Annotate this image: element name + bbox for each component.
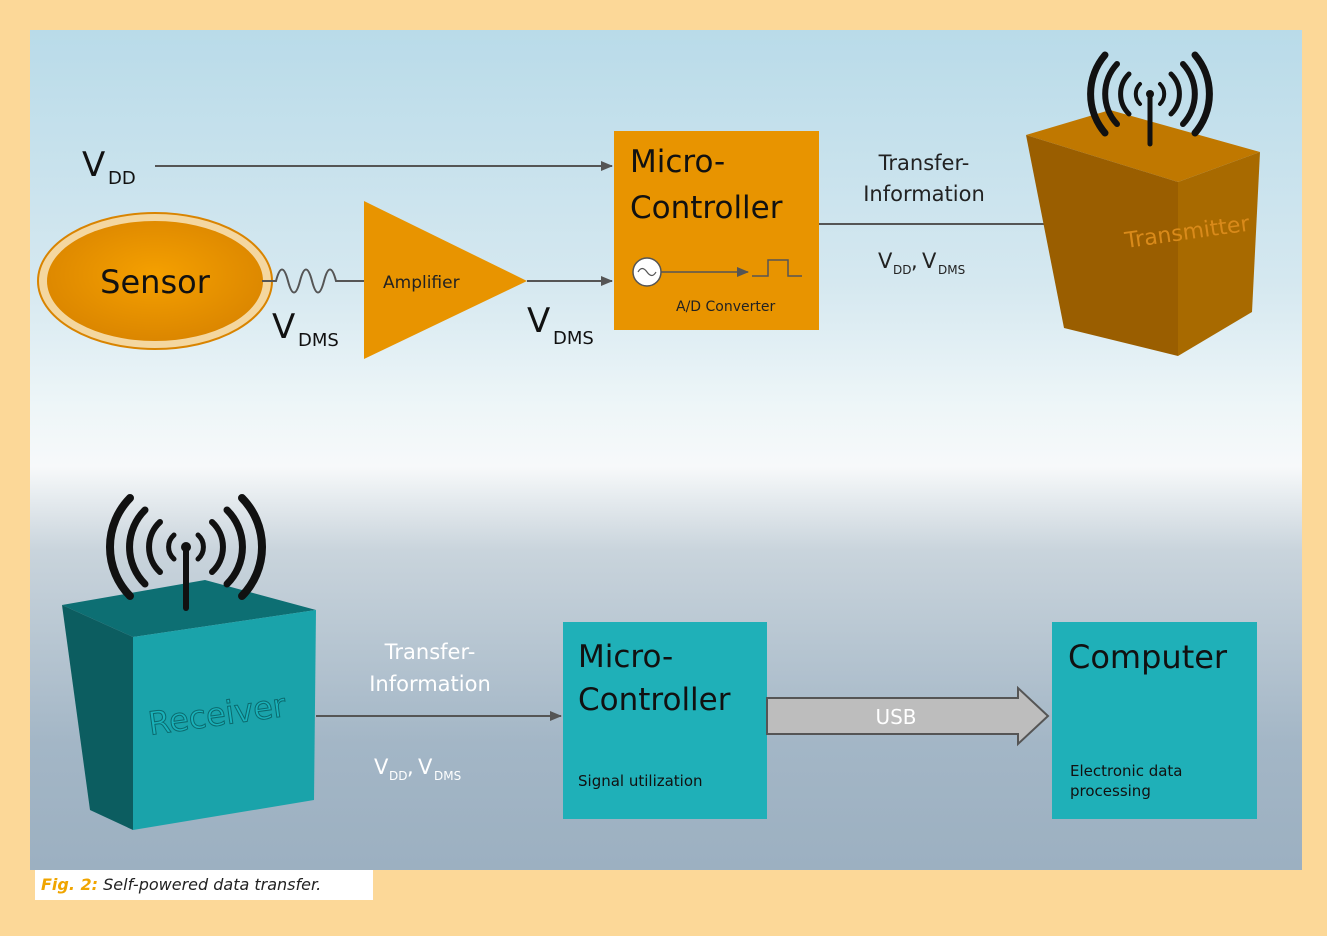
usb-label: USB <box>875 705 916 729</box>
svg-text:V: V <box>374 755 389 779</box>
caption-label: Fig. 2: <box>41 875 99 894</box>
svg-text:Computer: Computer <box>1068 638 1228 676</box>
svg-text:processing: processing <box>1070 782 1151 800</box>
signal-utilization-label: Signal utilization <box>578 772 703 790</box>
figure-caption: Fig. 2: Self-powered data transfer. <box>35 870 373 900</box>
svg-text:DMS: DMS <box>938 263 965 277</box>
sensor-label: Sensor <box>100 263 211 301</box>
svg-text:Micro-: Micro- <box>630 144 725 180</box>
sensor-signal-wave <box>262 268 365 294</box>
transfer-info-bottom: Transfer- Information V DD , V DMS <box>369 640 491 783</box>
top-microcontroller: Micro- Controller A/D Converter <box>614 131 819 330</box>
caption-text: Self-powered data transfer. <box>98 875 322 894</box>
svg-text:DD: DD <box>108 168 136 189</box>
svg-text:Information: Information <box>863 182 985 206</box>
usb-arrow: USB <box>766 685 1050 747</box>
ad-converter-label: A/D Converter <box>676 299 775 315</box>
svg-text:V: V <box>418 755 433 779</box>
svg-text:Transfer-: Transfer- <box>384 640 476 664</box>
svg-text:V: V <box>272 307 295 347</box>
svg-text:,: , <box>407 755 414 779</box>
svg-text:V: V <box>527 301 550 341</box>
transfer-info-top: Transfer- Information V DD , V DMS <box>863 151 985 277</box>
vdms-amp-label: V DMS <box>527 301 594 349</box>
svg-text:DMS: DMS <box>298 330 339 351</box>
svg-text:DMS: DMS <box>553 328 594 349</box>
svg-text:DD: DD <box>389 769 407 783</box>
amplifier: Amplifier <box>364 201 527 359</box>
svg-text:Micro-: Micro- <box>578 639 673 675</box>
transmitter-antenna-icon <box>1087 51 1213 147</box>
receiver-antenna-icon <box>105 494 267 611</box>
svg-text:Transfer-: Transfer- <box>878 151 970 175</box>
svg-text:Controller: Controller <box>578 682 731 718</box>
sensor: Sensor <box>37 212 273 350</box>
vdd-label: V DD <box>82 145 136 189</box>
svg-text:V: V <box>82 145 105 185</box>
square-wave-icon <box>752 259 802 277</box>
svg-text:Electronic data: Electronic data <box>1070 762 1183 780</box>
svg-text:,: , <box>911 249 918 273</box>
svg-text:V: V <box>922 249 937 273</box>
vdms-sensor-label: V DMS <box>272 307 339 351</box>
svg-text:Information: Information <box>369 672 491 696</box>
amplifier-label: Amplifier <box>383 273 460 293</box>
transmitter-cube: Transmitter <box>1026 110 1260 356</box>
svg-text:DD: DD <box>893 263 911 277</box>
computer-box: Computer Electronic data processing <box>1052 622 1257 819</box>
receiver-cube: Receiver <box>62 580 316 830</box>
bottom-microcontroller: Micro- Controller Signal utilization <box>563 622 767 819</box>
svg-text:Controller: Controller <box>630 190 783 226</box>
svg-text:DMS: DMS <box>434 769 461 783</box>
svg-text:V: V <box>878 249 893 273</box>
